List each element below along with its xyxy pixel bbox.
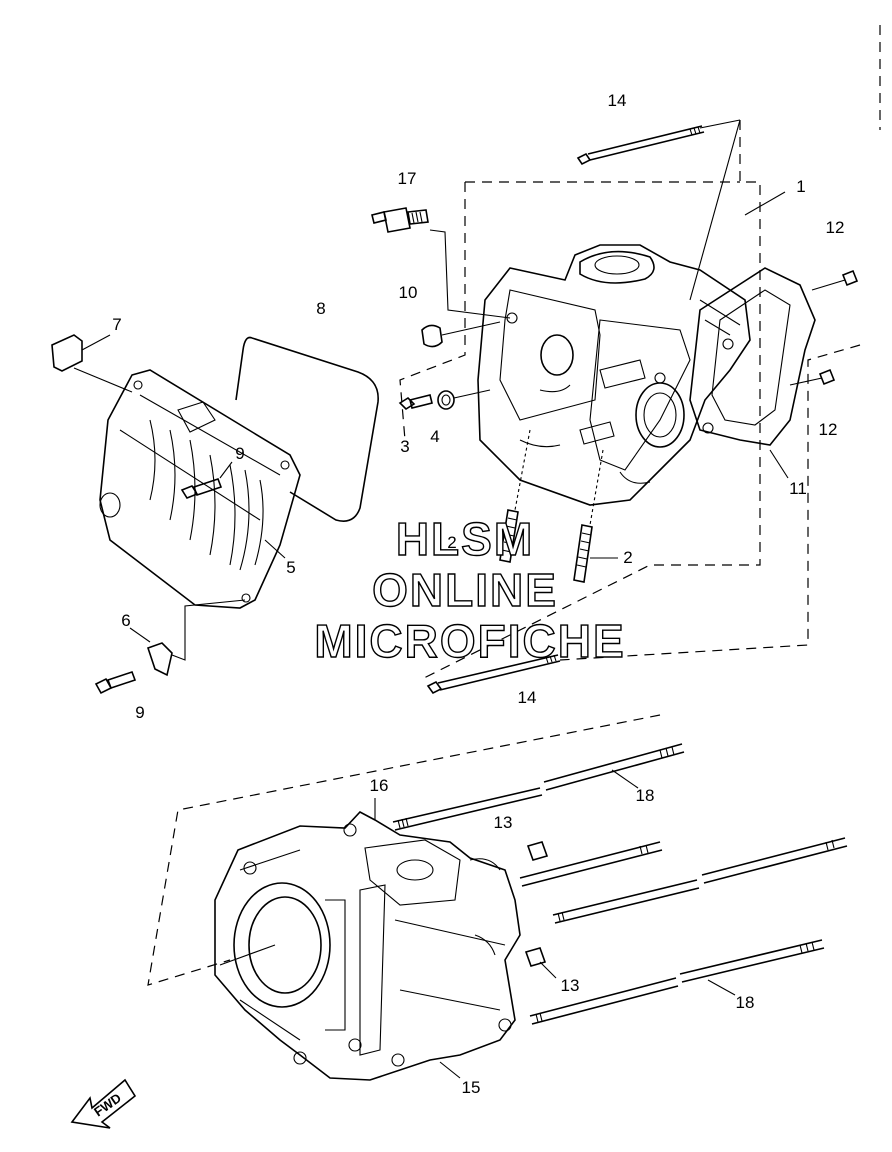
callout-3: 3	[400, 437, 409, 456]
part-7-breather	[51, 334, 111, 372]
part-9-bolt-upper	[180, 461, 233, 499]
part-17-spark-plug	[371, 207, 511, 319]
callout-13-upper: 13	[494, 813, 513, 832]
callout-6: 6	[121, 611, 130, 630]
watermark-line-1: HLSM	[396, 513, 534, 565]
part-5-head-cover	[73, 367, 301, 609]
callout-labels: 1 2 2 3 4 5 6 7 8 9 9 10 11 12 12 13 13 …	[112, 91, 844, 1097]
assembly-outline-cylinder	[147, 25, 881, 986]
callout-13-lower: 13	[561, 976, 580, 995]
callout-14-upper: 14	[608, 91, 627, 110]
callout-11: 11	[789, 479, 807, 498]
callout-5: 5	[286, 558, 295, 577]
callout-2-left: 2	[447, 533, 456, 552]
callout-16: 16	[370, 776, 389, 795]
part-14-upper-bolt	[576, 119, 741, 301]
assembly-outline-head	[399, 120, 761, 681]
callout-1: 1	[796, 177, 805, 196]
watermark: HLSM ONLINE MICROFICHE	[314, 512, 625, 667]
part-15-cylinder	[214, 798, 521, 1081]
part-12-dowel-lower	[789, 368, 836, 386]
callout-9-upper: 9	[235, 444, 244, 463]
fwd-label: FWD	[91, 1090, 124, 1119]
callout-8: 8	[316, 299, 325, 318]
part-14-lower-bolt	[426, 654, 561, 695]
assembly-outline-gasket	[559, 344, 861, 661]
callout-4: 4	[430, 427, 439, 446]
callout-10: 10	[399, 283, 418, 302]
part-12-dowel-upper	[811, 269, 859, 291]
part-9-bolt-lower	[94, 670, 137, 695]
part-2-stud-right	[573, 449, 618, 583]
watermark-line-3: MICROFICHE	[314, 615, 625, 667]
callout-15: 15	[462, 1078, 481, 1097]
callout-12-lower: 12	[819, 420, 838, 439]
callout-7: 7	[112, 315, 121, 334]
part-11-gasket	[689, 267, 816, 479]
callout-2-right: 2	[623, 548, 632, 567]
part-8-cover-gasket	[235, 336, 379, 522]
callout-18-upper: 18	[636, 786, 655, 805]
watermark-line-2: ONLINE	[372, 564, 558, 616]
callout-18-lower: 18	[736, 993, 755, 1012]
part-3-bolt	[398, 394, 433, 411]
part-10-cap	[421, 321, 501, 348]
part-1-cylinder-head	[477, 191, 786, 506]
callout-14-lower: 14	[518, 688, 537, 707]
part-4-washer	[437, 389, 491, 410]
callout-9-lower: 9	[135, 703, 144, 722]
forward-direction-arrow-icon: FWD	[70, 1078, 137, 1129]
part-2-stud-left	[499, 429, 531, 563]
part-13-dowels	[524, 841, 557, 979]
part-6-bracket	[129, 599, 246, 677]
part-18-studs	[392, 743, 848, 1025]
callout-12-upper: 12	[826, 218, 845, 237]
callout-17: 17	[398, 169, 417, 188]
